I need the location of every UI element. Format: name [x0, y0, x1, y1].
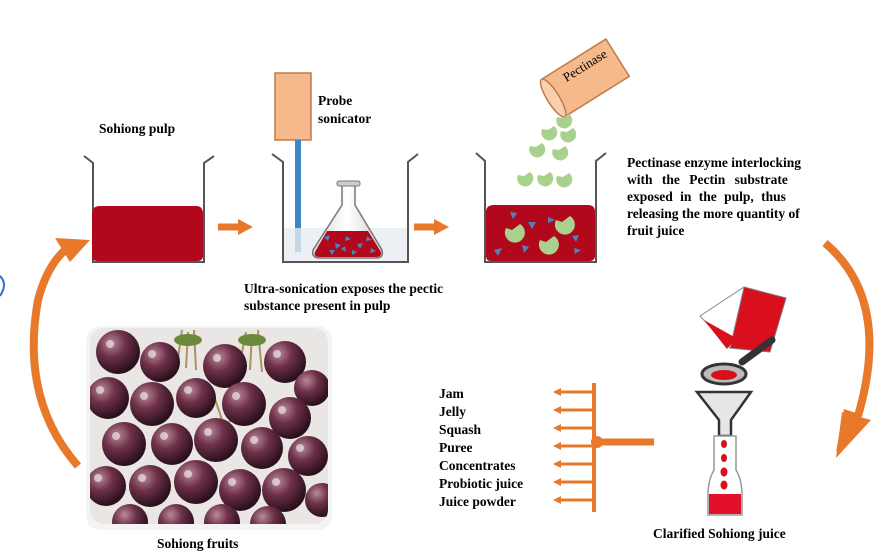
fruits-label: Sohiong fruits — [157, 536, 239, 551]
product-branch-arrows — [553, 383, 654, 512]
arrow-sonicator-to-enzyme — [414, 219, 449, 235]
product-item: Jelly — [439, 404, 466, 419]
enzyme-caption-line5: fruit juice — [627, 223, 685, 238]
enzyme-caption-line2: with the Pectin substrate — [627, 172, 788, 187]
product-item: Jam — [439, 386, 464, 401]
sohiong-fruits-photo — [86, 326, 332, 530]
juice-apparatus — [694, 285, 787, 516]
sonication-beaker — [271, 72, 419, 263]
pulp-beaker — [83, 155, 215, 263]
curved-arrow-right — [822, 239, 874, 458]
falling-enzymes — [517, 114, 577, 188]
enzyme-caption-line1: Pectinase enzyme interlocking — [627, 155, 801, 170]
sonication-caption-line1: Ultra-sonication exposes the pectic — [244, 281, 444, 296]
product-item: Concentrates — [439, 458, 516, 473]
sonication-caption-line2: substance present in pulp — [244, 298, 391, 313]
product-item: Juice powder — [439, 494, 516, 509]
product-item: Puree — [439, 440, 473, 455]
enzyme-caption-line3: exposed in the pulp, thus — [627, 189, 786, 204]
probe-label-line1: Probe — [318, 93, 353, 108]
juice-label: Clarified Sohiong juice — [653, 526, 786, 541]
arrow-pulp-to-sonicator — [218, 219, 253, 235]
product-item: Squash — [439, 422, 482, 437]
product-item: Probiotic juice — [439, 476, 524, 491]
edge-circle-fragment — [0, 275, 5, 297]
probe-sonicator-body — [274, 72, 312, 141]
probe-label-line2: sonicator — [318, 111, 372, 126]
pectinase-bag — [539, 38, 631, 118]
enzyme-caption: Pectinase enzyme interlocking with the P… — [627, 154, 827, 239]
enzyme-caption-line4: releasing the more quantity of — [627, 206, 800, 221]
enzyme-beaker — [475, 152, 607, 263]
curved-arrow-left — [29, 238, 90, 469]
probe-rod — [295, 140, 301, 252]
pulp-label: Sohiong pulp — [99, 121, 176, 136]
